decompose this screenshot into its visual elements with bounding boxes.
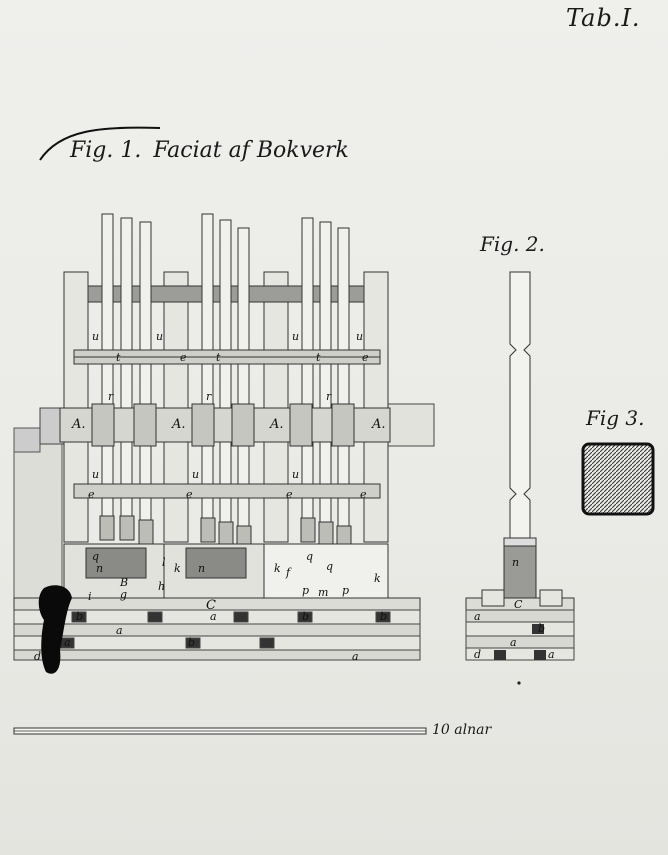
left-abutment bbox=[13, 427, 63, 599]
label-r-1: r bbox=[108, 390, 114, 403]
label-A-2: A. bbox=[171, 417, 186, 432]
scale-bar bbox=[13, 727, 427, 735]
label-t-3: t bbox=[316, 351, 321, 364]
scale-label: 10 alnar bbox=[432, 722, 492, 738]
label-k-2: k bbox=[274, 562, 281, 575]
fig2-label-a-3: a bbox=[548, 648, 555, 661]
label-b-3: b bbox=[380, 610, 387, 623]
label-i: i bbox=[88, 590, 92, 603]
fig3-label: Fig 3. bbox=[586, 406, 645, 430]
label-u-7: u bbox=[292, 468, 299, 481]
label-q-1: q bbox=[92, 550, 99, 563]
fig2-label: Fig. 2. bbox=[480, 232, 545, 256]
label-e-6: e bbox=[362, 351, 369, 364]
label-b-4: b bbox=[188, 636, 195, 649]
label-q-3: q bbox=[326, 560, 333, 573]
label-f: f bbox=[285, 566, 292, 579]
label-a-2: a bbox=[116, 624, 123, 637]
fig2-label-a-1: a bbox=[474, 610, 481, 623]
fig1-caption: Faciat af Bokverk bbox=[153, 138, 349, 163]
ink-blot bbox=[38, 585, 72, 674]
fig2-label-b: b bbox=[538, 622, 545, 635]
fig3-hatched-block bbox=[581, 442, 655, 516]
label-u-3: u bbox=[292, 330, 299, 343]
label-u-4: u bbox=[356, 330, 363, 343]
camshaft bbox=[59, 403, 391, 447]
label-e-5: e bbox=[180, 351, 187, 364]
label-p-1: p bbox=[302, 584, 309, 597]
fig2-stamper-section: n C a a d b a bbox=[465, 271, 575, 661]
fig2-label-a-2: a bbox=[510, 636, 517, 649]
fig2-label-C: C bbox=[514, 598, 523, 611]
label-r-2: r bbox=[206, 390, 212, 403]
label-b-1: b bbox=[76, 610, 83, 623]
fig1-labels: A. A. A. A. u u u u t t t r r r u u u q … bbox=[34, 330, 387, 663]
label-A-3: A. bbox=[269, 417, 284, 432]
stampers bbox=[101, 213, 350, 547]
upper-guide-rail bbox=[73, 349, 381, 365]
label-n-1: n bbox=[96, 562, 103, 575]
lower-guide-rail bbox=[73, 483, 381, 499]
plate-number: Tab.I. bbox=[566, 4, 641, 32]
label-A-1: A. bbox=[71, 417, 86, 432]
label-B: B bbox=[119, 576, 128, 589]
title-flourish bbox=[39, 126, 161, 161]
label-e-1: e bbox=[88, 488, 95, 501]
fig1-title: Fig. 1. Faciat af Bokverk bbox=[70, 138, 361, 163]
label-l: l bbox=[162, 556, 166, 569]
label-p-2: p bbox=[342, 584, 349, 597]
label-a-1: a bbox=[210, 610, 217, 623]
label-t-1: t bbox=[116, 351, 121, 364]
label-e-2: e bbox=[186, 488, 193, 501]
stone-foundation bbox=[13, 609, 421, 661]
label-g: g bbox=[120, 588, 127, 601]
foundation-beam bbox=[13, 597, 421, 611]
label-u-2: u bbox=[156, 330, 163, 343]
fig2-label-d: d bbox=[474, 648, 481, 661]
mortar-troughs bbox=[63, 543, 389, 599]
stray-dot bbox=[517, 681, 521, 685]
label-h: h bbox=[158, 580, 165, 593]
fig2-label-n: n bbox=[512, 556, 519, 569]
label-u-6: u bbox=[192, 468, 199, 481]
label-k-3: k bbox=[374, 572, 381, 585]
label-a-4: a bbox=[352, 650, 359, 663]
label-b-2: b bbox=[302, 610, 309, 623]
label-n-2: n bbox=[198, 562, 205, 575]
label-C: C bbox=[206, 598, 216, 613]
label-t-2: t bbox=[216, 351, 221, 364]
label-q-2: q bbox=[306, 550, 313, 563]
label-u-5: u bbox=[92, 468, 99, 481]
shaft-extension bbox=[385, 403, 435, 447]
fig1-number: Fig. 1. bbox=[70, 138, 142, 163]
label-e-3: e bbox=[286, 488, 293, 501]
label-a-3: a bbox=[64, 636, 71, 649]
label-r-3: r bbox=[326, 390, 332, 403]
label-d-1: d bbox=[34, 650, 41, 663]
label-k-1: k bbox=[174, 562, 181, 575]
label-e-4: e bbox=[360, 488, 367, 501]
label-m: m bbox=[318, 586, 328, 599]
label-u-1: u bbox=[92, 330, 99, 343]
label-A-4: A. bbox=[371, 417, 386, 432]
